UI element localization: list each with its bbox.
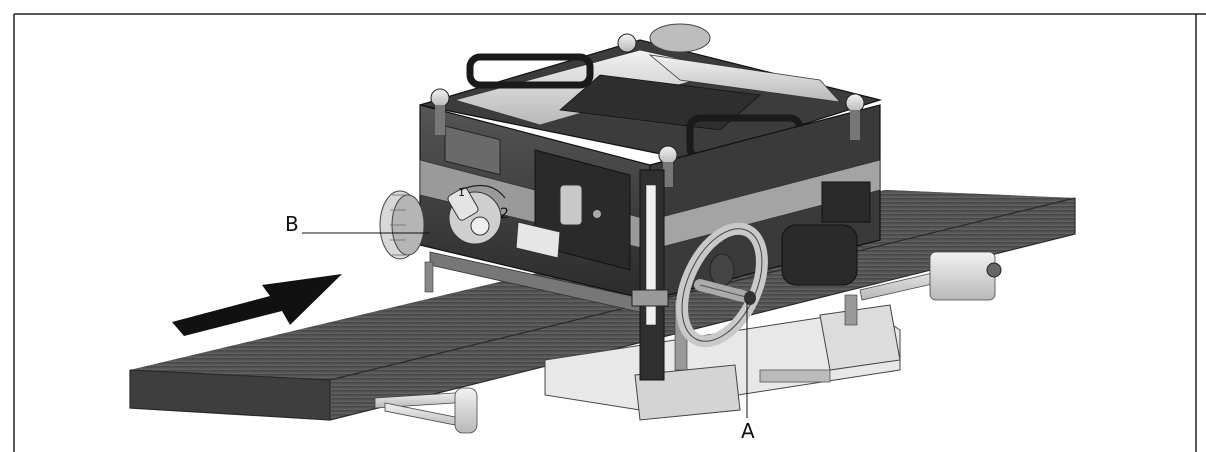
corner-posts bbox=[430, 33, 865, 187]
post-top bbox=[617, 33, 637, 53]
post-right bbox=[845, 93, 865, 140]
planer-housing bbox=[419, 23, 883, 313]
post-left bbox=[430, 88, 450, 135]
callout-label-a: A bbox=[741, 419, 755, 443]
callout-label-b: B bbox=[285, 212, 299, 236]
depth-adjust-dial bbox=[379, 190, 425, 260]
support-rods bbox=[374, 251, 1002, 434]
feed-arrow bbox=[172, 274, 342, 336]
selector-knob: 1 2 bbox=[447, 184, 509, 245]
gauge-number-2: 2 bbox=[500, 206, 509, 222]
handwheel bbox=[676, 222, 768, 348]
gauge-number-1: 1 bbox=[458, 186, 465, 199]
handwheel-grip bbox=[694, 279, 756, 305]
callout-lines bbox=[302, 232, 748, 418]
base-plate bbox=[544, 304, 901, 421]
post-front bbox=[658, 145, 678, 187]
depth-scale bbox=[631, 169, 669, 381]
frame-border bbox=[13, 13, 1206, 452]
front-panel bbox=[515, 149, 631, 271]
